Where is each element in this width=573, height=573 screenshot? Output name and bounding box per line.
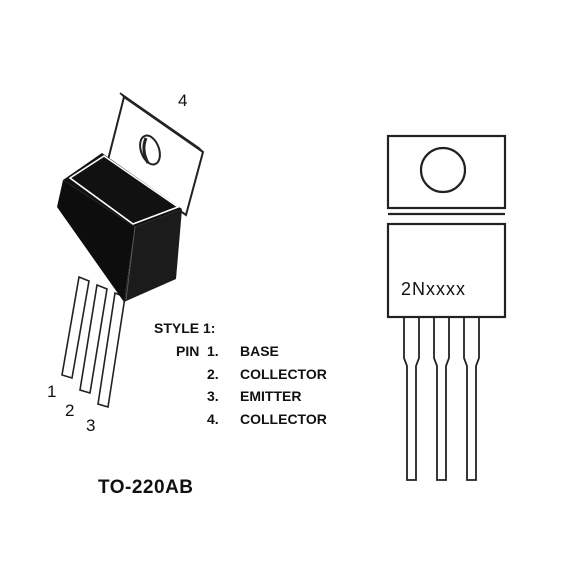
tab-edge <box>119 92 204 153</box>
body-top <box>63 153 182 227</box>
pinout-table: STYLE 1: PIN 1. BASE 2. COLLECTOR 3. EMI… <box>154 320 327 427</box>
lead-2 <box>79 283 108 395</box>
pinout-pin-prefix: PIN <box>176 343 199 359</box>
lead-label-1: 1 <box>47 382 56 401</box>
body-highlight <box>68 155 180 225</box>
package-name: TO-220AB <box>98 477 194 498</box>
lead-1 <box>61 275 90 380</box>
front-leads <box>403 316 480 481</box>
front-mounting-hole <box>419 146 467 194</box>
pin-2-name: COLLECTOR <box>240 366 327 382</box>
pin-2-number: 2. <box>207 366 219 382</box>
front-view: 2Nxxxx <box>386 134 507 481</box>
lead-label-2: 2 <box>65 401 74 420</box>
pin-3-number: 3. <box>207 388 219 404</box>
front-lead-3 <box>463 316 480 481</box>
pin-3-name: EMITTER <box>240 388 301 404</box>
lead-label-3: 3 <box>86 416 95 435</box>
front-lead-1 <box>403 316 420 481</box>
tab-hole-shade <box>142 137 150 164</box>
pin-4-number: 4. <box>207 411 219 427</box>
perspective-view: 4 1 2 3 <box>47 91 205 435</box>
pin-1-number: 1. <box>207 343 219 359</box>
body-edge-line <box>125 226 136 301</box>
front-body <box>386 222 507 319</box>
pin-1-name: BASE <box>240 343 279 359</box>
perspective-body <box>57 153 182 302</box>
body-side <box>124 209 182 302</box>
front-marking: 2Nxxxx <box>401 279 466 299</box>
pin-4-name: COLLECTOR <box>240 411 327 427</box>
tab-pin-label: 4 <box>178 91 187 110</box>
perspective-tab <box>106 92 205 217</box>
perspective-leads <box>61 275 126 409</box>
body-front <box>57 180 135 302</box>
pinout-style: STYLE 1: <box>154 320 215 336</box>
front-lead-2 <box>433 316 450 481</box>
